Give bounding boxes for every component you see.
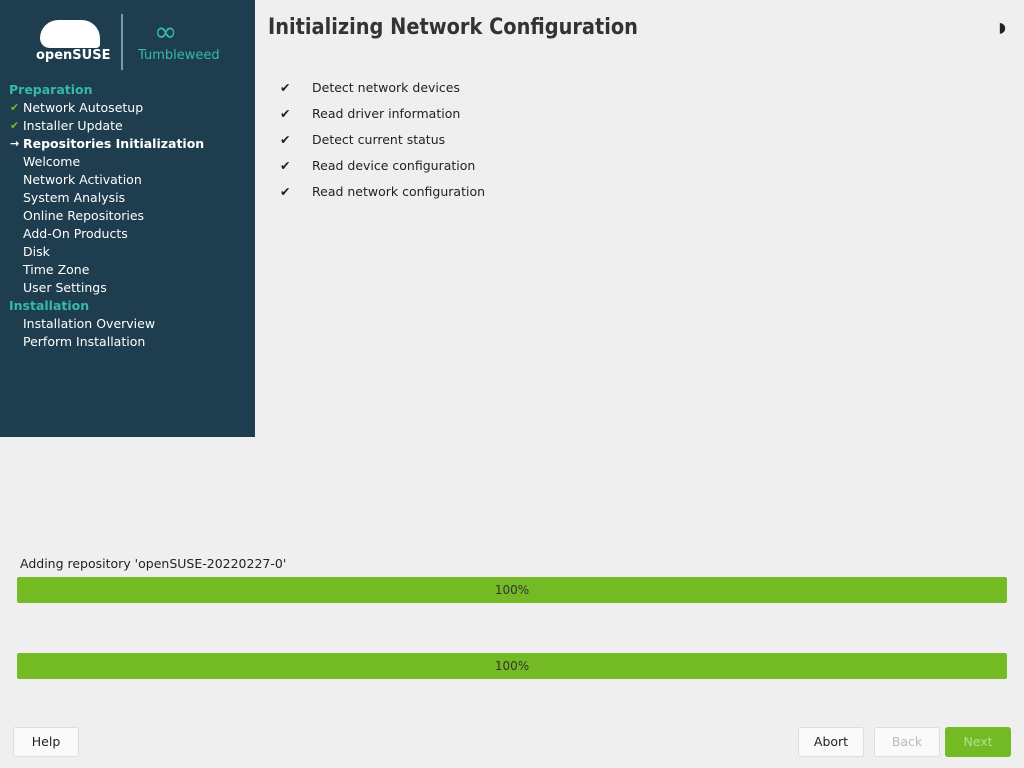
arrow-right-icon: →: [10, 137, 20, 150]
sidebar: openSUSE ∞ Tumbleweed Preparation✔Networ…: [0, 0, 255, 437]
check-icon: ✔: [10, 101, 20, 114]
progress-label: Adding repository 'openSUSE-20220227-0': [20, 556, 287, 571]
step-label: Repositories Initialization: [23, 136, 205, 151]
step-label: Network Autosetup: [23, 100, 144, 115]
task-item: ✔ Detect network devices: [280, 75, 485, 101]
step-item: Installation Overview: [9, 315, 204, 333]
task-label: Detect current status: [312, 132, 446, 147]
step-label: Installation Overview: [23, 316, 156, 331]
step-label: System Analysis: [23, 190, 126, 205]
step-item: Time Zone: [9, 261, 204, 279]
task-item: ✔ Detect current status: [280, 127, 485, 153]
check-icon: ✔: [280, 184, 291, 199]
task-list: ✔ Detect network devices ✔ Read driver info…: [280, 75, 485, 205]
theme-toggle-icon[interactable]: ◗: [998, 20, 1006, 36]
step-item: →Repositories Initialization: [9, 135, 204, 153]
section-title: Preparation: [9, 82, 93, 97]
progress-bar-2: 100%: [17, 653, 1007, 679]
step-label: Welcome: [23, 154, 81, 169]
logo: openSUSE ∞ Tumbleweed: [36, 14, 226, 70]
brand-text: openSUSE: [36, 48, 111, 63]
step-label: User Settings: [23, 280, 107, 295]
help-button[interactable]: Help: [13, 727, 79, 757]
divider: [121, 14, 123, 70]
step-item: ✔Installer Update: [9, 117, 204, 135]
check-icon: ✔: [280, 80, 291, 95]
step-item: User Settings: [9, 279, 204, 297]
step-label: Network Activation: [23, 172, 142, 187]
step-item: Add-On Products: [9, 225, 204, 243]
task-item: ✔ Read device configuration: [280, 153, 485, 179]
task-label: Read driver information: [312, 106, 461, 121]
section-title: Installation: [9, 298, 90, 313]
step-label: Add-On Products: [23, 226, 128, 241]
task-label: Detect network devices: [312, 80, 460, 95]
chameleon-icon: [40, 20, 100, 48]
step-label: Perform Installation: [23, 334, 146, 349]
task-item: ✔ Read network configuration: [280, 179, 485, 205]
step-item: Disk: [9, 243, 204, 261]
step-item: Network Activation: [9, 171, 204, 189]
step-item: Online Repositories: [9, 207, 204, 225]
step-item: Perform Installation: [9, 333, 204, 351]
step-label: Online Repositories: [23, 208, 145, 223]
next-button[interactable]: Next: [945, 727, 1011, 757]
check-icon: ✔: [280, 158, 291, 173]
progress-bar-1: 100%: [17, 577, 1007, 603]
step-item: ✔Network Autosetup: [9, 99, 204, 117]
step-item: Welcome: [9, 153, 204, 171]
step-label: Time Zone: [23, 262, 90, 277]
check-icon: ✔: [280, 106, 291, 121]
step-label: Installer Update: [23, 118, 123, 133]
task-label: Read network configuration: [312, 184, 486, 199]
infinity-icon: ∞: [154, 15, 178, 48]
step-item: System Analysis: [9, 189, 204, 207]
check-icon: ✔: [10, 119, 20, 132]
steps-list: Preparation✔Network Autosetup✔Installer …: [9, 81, 204, 351]
abort-button[interactable]: Abort: [798, 727, 864, 757]
check-icon: ✔: [280, 132, 291, 147]
back-button[interactable]: Back: [874, 727, 940, 757]
page-title: Initializing Network Configuration: [268, 15, 638, 40]
task-label: Read device configuration: [312, 158, 476, 173]
product-text: Tumbleweed: [138, 48, 220, 63]
step-label: Disk: [23, 244, 50, 259]
task-item: ✔ Read driver information: [280, 101, 485, 127]
